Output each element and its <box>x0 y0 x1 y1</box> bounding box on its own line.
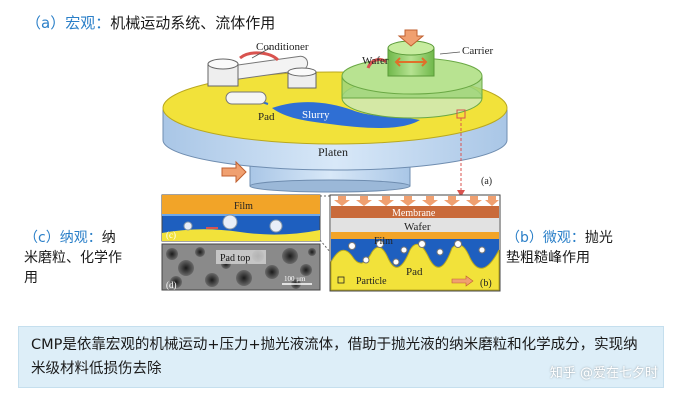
membrane-label: Membrane <box>392 208 436 219</box>
conditioner-rotate-arrow <box>239 51 280 62</box>
platen-base-bottom <box>249 179 411 193</box>
pad-motion-arrow <box>451 275 474 287</box>
summary-caption: CMP是依靠宏观的机械运动+压力+抛光液流体，借助于抛光液的纳米磨粒和化学成分，… <box>18 326 664 388</box>
carrier-label: Carrier <box>462 45 493 57</box>
conditioner-nozzle <box>225 91 267 105</box>
micro-description: （b）微观：抛光 垫粗糙峰作用 <box>506 228 676 268</box>
micro-wafer-label: Wafer <box>404 221 431 233</box>
membrane-layer <box>331 206 499 218</box>
nano-film-label: Film <box>234 201 253 212</box>
pad-top-label-box <box>216 250 266 264</box>
conditioner-leader <box>251 47 271 59</box>
nano-pad <box>162 229 320 241</box>
pad-top-panel: Pad top (d) 100 μm <box>161 243 321 291</box>
nano-panel: Film (c) <box>161 194 321 242</box>
pressure-arrows <box>334 196 499 206</box>
micro-pad-label: Pad <box>406 266 423 278</box>
nano-line1: 纳 <box>101 230 116 246</box>
macro-machine: Conditioner Wafer Carrier Pad Slurry Pla… <box>162 29 508 197</box>
carrier-rotate-arrow <box>366 58 388 69</box>
carrier-leader <box>439 51 461 55</box>
nano-film-layer <box>162 195 320 215</box>
platen-rotate-arrow <box>221 160 247 184</box>
micro-film-layer <box>331 232 499 239</box>
nano-line3: 用 <box>24 270 38 286</box>
watermark: 知乎 @爱在七夕时 <box>549 366 658 381</box>
nano-particle <box>269 219 283 233</box>
macro-text: 机械运动系统、流体作用 <box>110 14 276 32</box>
pad-top-label: Pad top <box>220 253 250 264</box>
micro-tag: （b）微观： <box>506 230 585 246</box>
panel-c-label: (c) <box>166 230 176 240</box>
nano-particle <box>183 221 193 231</box>
pad-asperities <box>330 243 500 291</box>
conditioner-label: Conditioner <box>256 41 309 53</box>
macro-heading: （a）宏观：机械运动系统、流体作用 <box>26 12 275 33</box>
micro-particles <box>348 240 486 266</box>
micro-line1: 抛光 <box>584 230 613 246</box>
scale-label: 100 μm <box>284 275 306 283</box>
panel-b-label: (b) <box>480 278 492 289</box>
macro-tag: （a）宏观： <box>26 14 111 32</box>
particle-label: Particle <box>356 276 387 287</box>
panel-d-label: (d) <box>166 280 177 290</box>
particle-marker <box>337 276 345 284</box>
panel-a-label: (a) <box>481 176 492 187</box>
nano-line2: 米磨粒、化学作 <box>24 250 122 266</box>
micro-line2: 垫粗糙峰作用 <box>506 250 590 266</box>
micro-film-label: Film <box>374 236 393 247</box>
conditioner-head-top <box>287 67 317 77</box>
slurry-label: Slurry <box>302 109 330 121</box>
carrier-move-arrow <box>394 57 428 67</box>
pad-label: Pad <box>258 111 275 123</box>
nano-particle <box>222 214 238 230</box>
nano-tag: （c）纳观： <box>24 230 102 246</box>
conditioner-pillar-top <box>207 58 239 70</box>
nano-description: （c）纳观：纳 米磨粒、化学作 用 <box>24 228 164 288</box>
wafer-layer <box>331 218 499 232</box>
carrier-down-arrow <box>397 29 425 47</box>
pad-pores <box>166 247 316 289</box>
platen-label: Platen <box>318 145 348 159</box>
micro-panel: Membrane Wafer Film Pad Particle (b) <box>329 194 501 292</box>
slurry-pool <box>272 102 420 128</box>
wafer-label: Wafer <box>362 55 389 67</box>
cmp-diagram: Conditioner Wafer Carrier Pad Slurry Pla… <box>161 29 508 292</box>
zoom-arrowhead <box>457 190 465 197</box>
